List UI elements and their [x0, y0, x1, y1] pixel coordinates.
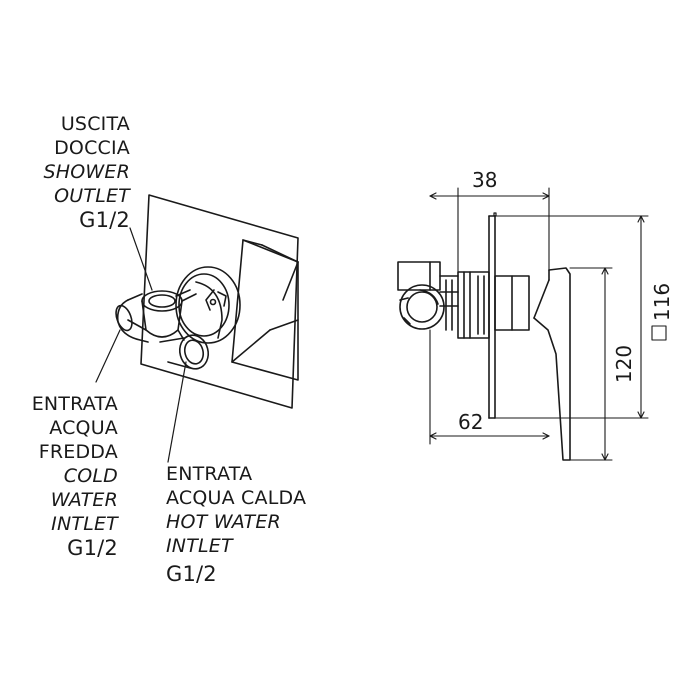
side-view: [398, 213, 570, 460]
isometric-view: [96, 195, 298, 462]
dimension-116: 116: [650, 282, 674, 322]
cold-inlet-line5: WATER: [50, 489, 118, 511]
side-lever: [534, 268, 570, 460]
shower-outlet-code: G1/2: [79, 208, 130, 232]
leader-hot: [168, 362, 186, 462]
side-outlet-round: [400, 285, 444, 329]
cold-inlet-code: G1/2: [67, 536, 118, 560]
cold-inlet-line1: ENTRATA: [31, 393, 118, 415]
hot-inlet-line1: ENTRATA: [166, 463, 253, 485]
shower-outlet-line3: SHOWER: [43, 161, 130, 183]
dimension-62: 62: [458, 410, 484, 434]
cold-inlet-line2: ACQUA: [49, 417, 118, 439]
hot-inlet-code: G1/2: [166, 562, 217, 586]
hot-inlet-line2: ACQUA CALDA: [166, 487, 307, 509]
hot-inlet-port: [176, 332, 212, 372]
shower-outlet-line1: USCITA: [60, 113, 130, 135]
leader-cold: [96, 330, 120, 382]
shower-outlet-line2: DOCCIA: [54, 137, 130, 159]
label-cold-inlet: ENTRATA ACQUA FREDDA COLD WATER INTLET G…: [32, 392, 118, 560]
side-body: [458, 272, 489, 338]
hot-inlet-line4: INTLET: [166, 535, 233, 557]
lever-handle: [232, 240, 298, 380]
dimension-120: 120: [612, 344, 636, 384]
square-symbol-icon: [652, 326, 666, 340]
dimension-38: 38: [472, 168, 498, 192]
cold-inlet-line6: INTLET: [51, 513, 118, 535]
leader-shower: [130, 228, 152, 290]
shower-outlet-line4: OUTLET: [54, 185, 130, 207]
hot-inlet-line3: HOT WATER: [166, 511, 281, 533]
body-flange: [176, 267, 240, 343]
cold-inlet-line3: FREDDA: [38, 441, 118, 463]
cold-inlet-line4: COLD: [63, 465, 118, 487]
dimension-lines: [430, 188, 666, 460]
label-shower-outlet: USCITA DOCCIA SHOWER OUTLET G1/2: [44, 112, 131, 232]
label-hot-inlet: ENTRATA ACQUA CALDA HOT WATER INTLET G1/…: [166, 462, 306, 586]
